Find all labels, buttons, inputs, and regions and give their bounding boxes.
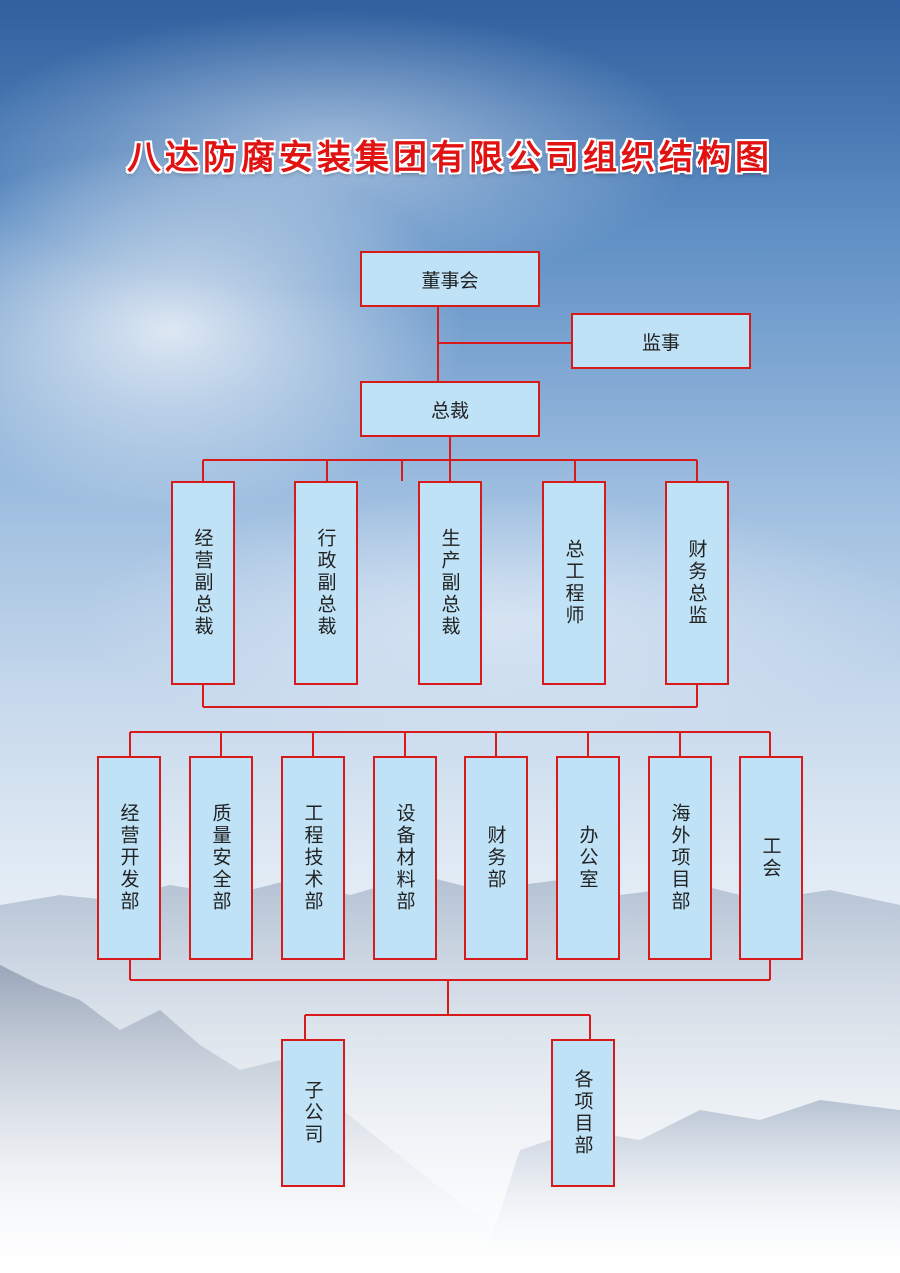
department-box: 海外项目部 (648, 756, 712, 960)
executive-box: 总工程师 (542, 481, 606, 685)
executive-box: 生产副总裁 (418, 481, 482, 685)
chart-title: 八达防腐安装集团有限公司组织结构图 (127, 138, 773, 178)
department-box: 设备材料部 (373, 756, 437, 960)
department-box: 质量安全部 (189, 756, 253, 960)
project-department-box: 各项目部 (551, 1039, 615, 1187)
executive-box: 行政副总裁 (294, 481, 358, 685)
president-box: 总裁 (360, 381, 540, 437)
department-box: 工会 (739, 756, 803, 960)
board-box: 董事会 (360, 251, 540, 307)
supervisor-box: 监事 (571, 313, 751, 369)
department-box: 办公室 (556, 756, 620, 960)
department-box: 工程技术部 (281, 756, 345, 960)
subsidiary-box: 子公司 (281, 1039, 345, 1187)
executive-box: 经营副总裁 (171, 481, 235, 685)
department-box: 财务部 (464, 756, 528, 960)
executive-box: 财务总监 (665, 481, 729, 685)
department-box: 经营开发部 (97, 756, 161, 960)
